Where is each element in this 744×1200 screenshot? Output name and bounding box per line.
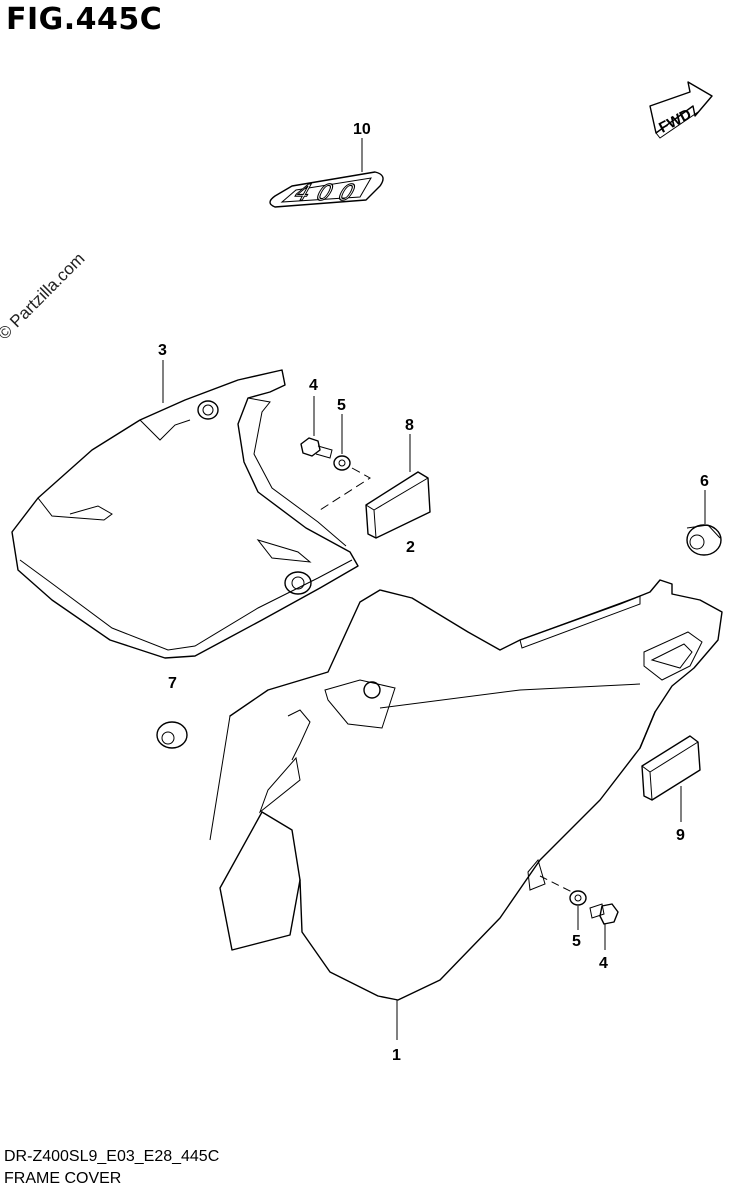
callout-8: 8 bbox=[405, 417, 414, 434]
fwd-arrow: FWD bbox=[649, 81, 713, 139]
part-4-screw-upper bbox=[300, 437, 333, 459]
part-8-pad bbox=[365, 471, 431, 539]
callout-4-upper: 4 bbox=[309, 377, 318, 394]
figure-title: FIG.445C bbox=[6, 2, 163, 37]
callout-5-upper: 5 bbox=[337, 397, 346, 414]
part-9-pad bbox=[641, 735, 701, 801]
emblem-text: 400 bbox=[291, 181, 366, 206]
part-4-screw-lower bbox=[589, 903, 619, 925]
part-6-grommet bbox=[686, 524, 722, 556]
callout-2: 2 bbox=[406, 539, 415, 556]
callout-10: 10 bbox=[353, 121, 371, 138]
part-3-panel bbox=[11, 369, 359, 659]
callout-6: 6 bbox=[700, 473, 709, 490]
part-7-grommet bbox=[156, 721, 188, 749]
callout-4-lower: 4 bbox=[599, 955, 608, 972]
part-5-washer-upper bbox=[333, 455, 351, 471]
part-1-frame-cover bbox=[219, 711, 656, 1001]
diagram-code: DR-Z400SL9_E03_E28_445C bbox=[4, 1148, 220, 1165]
fwd-label: FWD bbox=[656, 106, 694, 137]
part-2-frame-cover-upper bbox=[209, 579, 723, 841]
callout-9: 9 bbox=[676, 827, 685, 844]
diagram-name: FRAME COVER bbox=[4, 1170, 122, 1187]
callout-7: 7 bbox=[168, 675, 177, 692]
part-5-washer-lower bbox=[569, 890, 587, 906]
callout-1: 1 bbox=[392, 1047, 401, 1064]
callout-5-lower: 5 bbox=[572, 933, 581, 950]
part-10-emblem: 400 bbox=[269, 171, 384, 208]
callout-3: 3 bbox=[158, 342, 167, 359]
